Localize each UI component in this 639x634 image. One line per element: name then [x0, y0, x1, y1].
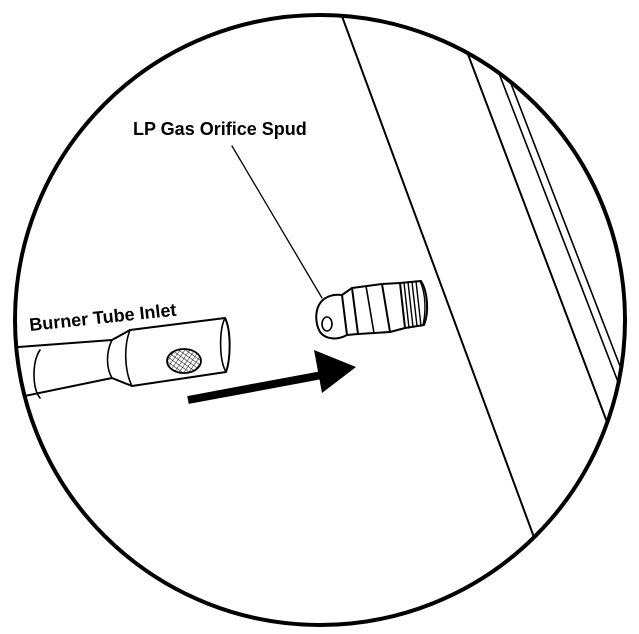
orifice-label: LP Gas Orifice Spud: [133, 119, 307, 139]
orifice-spud: [315, 280, 429, 340]
direction-arrow: [187, 350, 356, 404]
burner-mesh-screen: [166, 348, 202, 374]
burner-inlet-label: Burner Tube Inlet: [28, 300, 177, 335]
magnifier-circle: [13, 13, 627, 627]
orifice-leader-line: [231, 145, 323, 299]
grill-wall-panel: [335, 15, 625, 541]
burner-tube: [15, 317, 231, 401]
